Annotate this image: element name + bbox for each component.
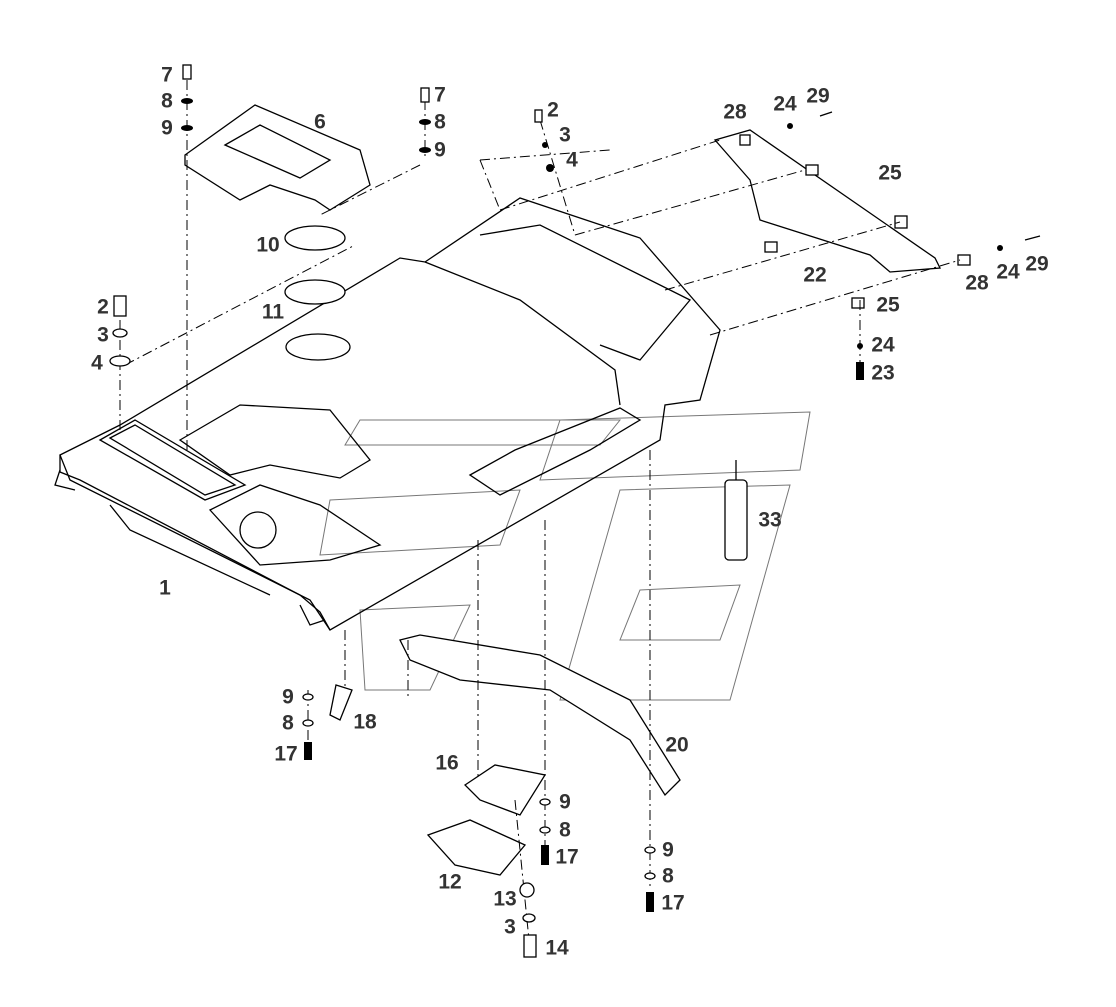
callout-18[interactable]: 18	[353, 710, 377, 734]
floor-frame	[54, 197, 721, 631]
seal-rings	[284, 225, 351, 361]
callout-12[interactable]: 12	[438, 870, 462, 894]
callout-1[interactable]: 1	[159, 576, 171, 600]
lower-bracket	[399, 634, 681, 797]
callout-7[interactable]: 7	[161, 63, 173, 87]
fasteners	[109, 64, 1041, 958]
callout-4[interactable]: 4	[566, 148, 578, 172]
callout-9[interactable]: 9	[282, 685, 294, 709]
callout-28[interactable]: 28	[723, 100, 747, 124]
callout-22[interactable]: 22	[803, 263, 827, 287]
callout-29[interactable]: 29	[806, 84, 830, 108]
callout-20[interactable]: 20	[665, 733, 689, 757]
rear-bracket	[713, 129, 971, 309]
callout-17[interactable]: 17	[274, 742, 298, 766]
callout-6[interactable]: 6	[314, 110, 326, 134]
callout-2[interactable]: 2	[547, 98, 559, 122]
callout-9[interactable]: 9	[662, 838, 674, 862]
callout-13[interactable]: 13	[493, 887, 517, 911]
callout-11[interactable]: 11	[261, 300, 285, 324]
callout-4[interactable]: 4	[91, 351, 103, 375]
callout-8[interactable]: 8	[662, 864, 674, 888]
callout-7[interactable]: 7	[434, 83, 446, 107]
sealant-cartridge	[724, 460, 748, 561]
callout-8[interactable]: 8	[282, 711, 294, 735]
callout-33[interactable]: 33	[758, 508, 782, 532]
callout-16[interactable]: 16	[435, 751, 459, 775]
callout-9[interactable]: 9	[434, 138, 446, 162]
callout-23[interactable]: 23	[871, 361, 895, 385]
callout-24[interactable]: 24	[773, 92, 797, 116]
callout-3[interactable]: 3	[97, 323, 109, 347]
callout-8[interactable]: 8	[559, 818, 571, 842]
callout-9[interactable]: 9	[559, 790, 571, 814]
callout-25[interactable]: 25	[876, 293, 900, 317]
cover-plate	[184, 104, 371, 211]
leader-lines	[119, 80, 961, 951]
callout-3[interactable]: 3	[504, 915, 516, 939]
callout-25[interactable]: 25	[878, 161, 902, 185]
callout-28[interactable]: 28	[965, 271, 989, 295]
callout-3[interactable]: 3	[559, 123, 571, 147]
callout-8[interactable]: 8	[434, 110, 446, 134]
callout-2[interactable]: 2	[97, 295, 109, 319]
callout-17[interactable]: 17	[555, 845, 579, 869]
callout-24[interactable]: 24	[871, 333, 895, 357]
callout-9[interactable]: 9	[161, 116, 173, 140]
callout-24[interactable]: 24	[996, 260, 1020, 284]
callout-14[interactable]: 14	[545, 936, 569, 960]
small-brackets	[329, 684, 547, 876]
callout-10[interactable]: 10	[256, 233, 280, 257]
callout-8[interactable]: 8	[161, 89, 173, 113]
callout-17[interactable]: 17	[661, 891, 685, 915]
callout-29[interactable]: 29	[1025, 252, 1049, 276]
